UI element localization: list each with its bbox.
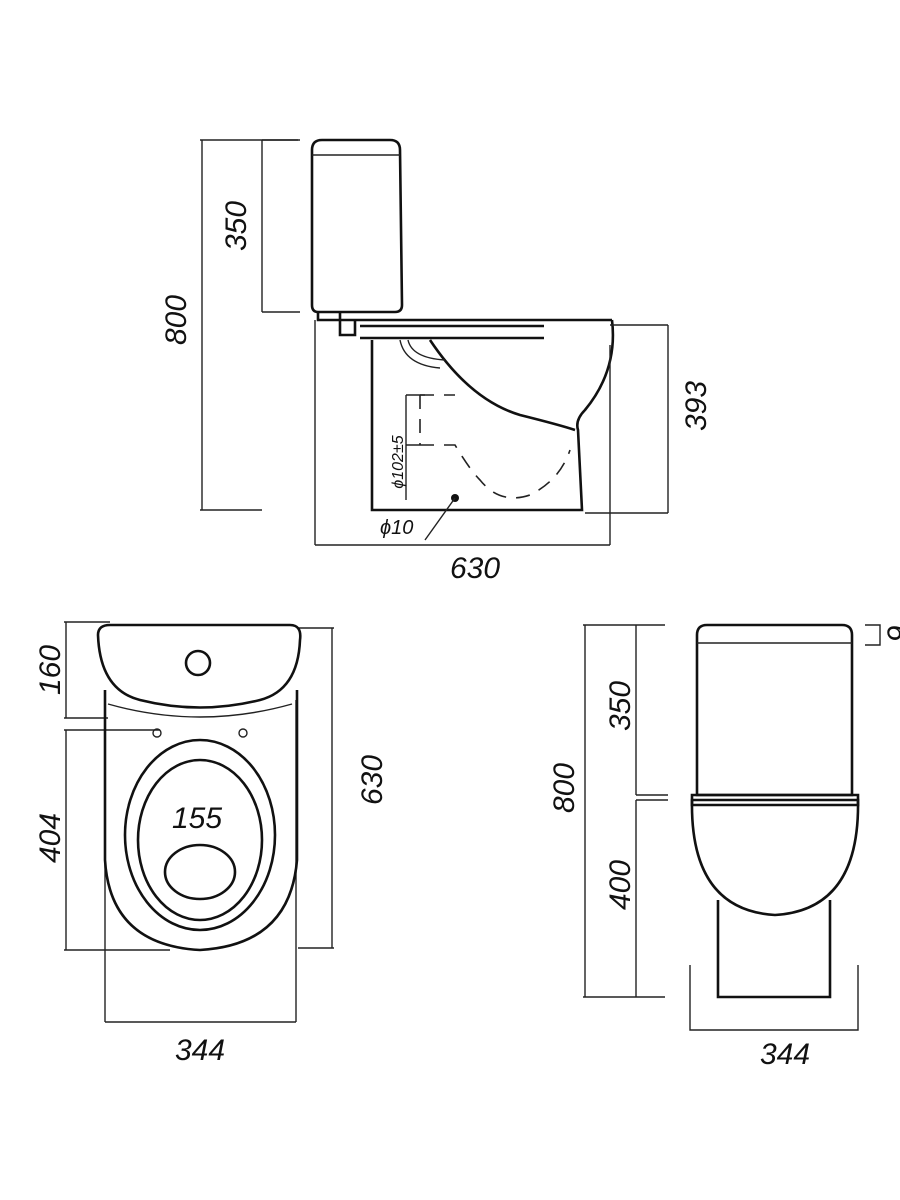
label-total-height: 800 [160,295,193,345]
label-bowl-height: 393 [680,381,713,431]
label-tank-height: 350 [604,681,637,731]
label-total-height: 800 [548,763,581,813]
side-view: 800 350 393 ϕ102±5 ϕ10 630 [160,138,713,585]
seat-outer [123,738,277,932]
top-view: 160 404 630 155 344 [34,621,389,1067]
pedestal-front [716,900,832,999]
cistern-top [96,623,302,709]
cistern-base [316,312,612,337]
label-total-depth: 630 [356,755,389,805]
label-width: 344 [175,1034,225,1067]
label-tank-depth: 160 [34,645,67,695]
dimension-line-total-depth [298,627,334,949]
label-fixing-hole: ϕ10 [380,517,413,539]
label-bowl-height: 400 [604,860,637,910]
dimension-line-bowl-height [585,324,669,514]
fixing-hole-leader [424,497,456,541]
seat-hole-right [238,728,248,738]
bowl-water-opening [163,843,237,901]
bowl-front [690,798,860,917]
cistern-side [310,138,404,314]
bowl-inner-curve [428,339,576,432]
dimension-line-total-height [583,624,665,998]
dimension-line-width [104,700,297,1023]
dimension-line-lid [865,624,881,646]
dimension-line-tank-bowl [635,625,668,997]
label-outlet-diameter: ϕ102±5 [390,435,407,488]
label-lid-partial: 9 [882,625,900,642]
trap-pipe [399,339,446,369]
dimension-line-seat-depth [64,729,170,951]
dimension-line-tank-depth [64,621,110,719]
seat-hole-left [152,728,162,738]
outlet-dimension-bracket [405,394,425,500]
label-width: 344 [760,1038,810,1071]
dimension-line-total-height [200,139,298,511]
label-seat-depth: 404 [34,813,67,863]
seat-side [360,324,544,340]
label-hole-spacing: 155 [172,802,222,835]
bowl-top-outline [103,690,299,952]
label-tank-height: 350 [220,201,253,251]
label-depth: 630 [450,552,500,585]
front-view: 800 350 400 9 344 [548,623,900,1071]
bowl-side-outline [370,319,615,512]
dimension-line-tank-height [261,139,300,313]
cistern-front [695,623,854,797]
dimension-line-depth [314,320,611,546]
trap-hidden-line [419,394,571,499]
flush-button [184,649,212,677]
dimension-line-width [689,965,859,1031]
cistern-edge [107,703,293,718]
seat-front [690,793,860,807]
seat-inner [136,758,264,922]
